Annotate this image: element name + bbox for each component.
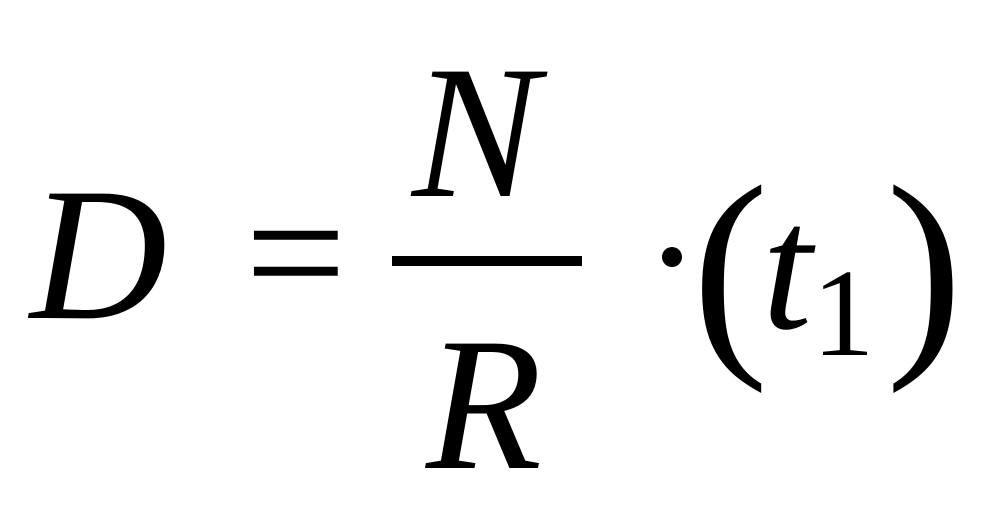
fraction-bar: [392, 256, 582, 266]
denominator: R: [426, 300, 543, 508]
numerator: N: [412, 28, 539, 238]
equals-sign: =: [245, 153, 347, 352]
lhs-variable: D: [30, 150, 168, 360]
open-parenthesis: (: [692, 139, 769, 394]
multiplication-dot: ·: [662, 247, 682, 267]
t-variable: t: [762, 168, 813, 367]
subscript: 1: [812, 245, 875, 383]
close-parenthesis: ): [886, 139, 963, 394]
